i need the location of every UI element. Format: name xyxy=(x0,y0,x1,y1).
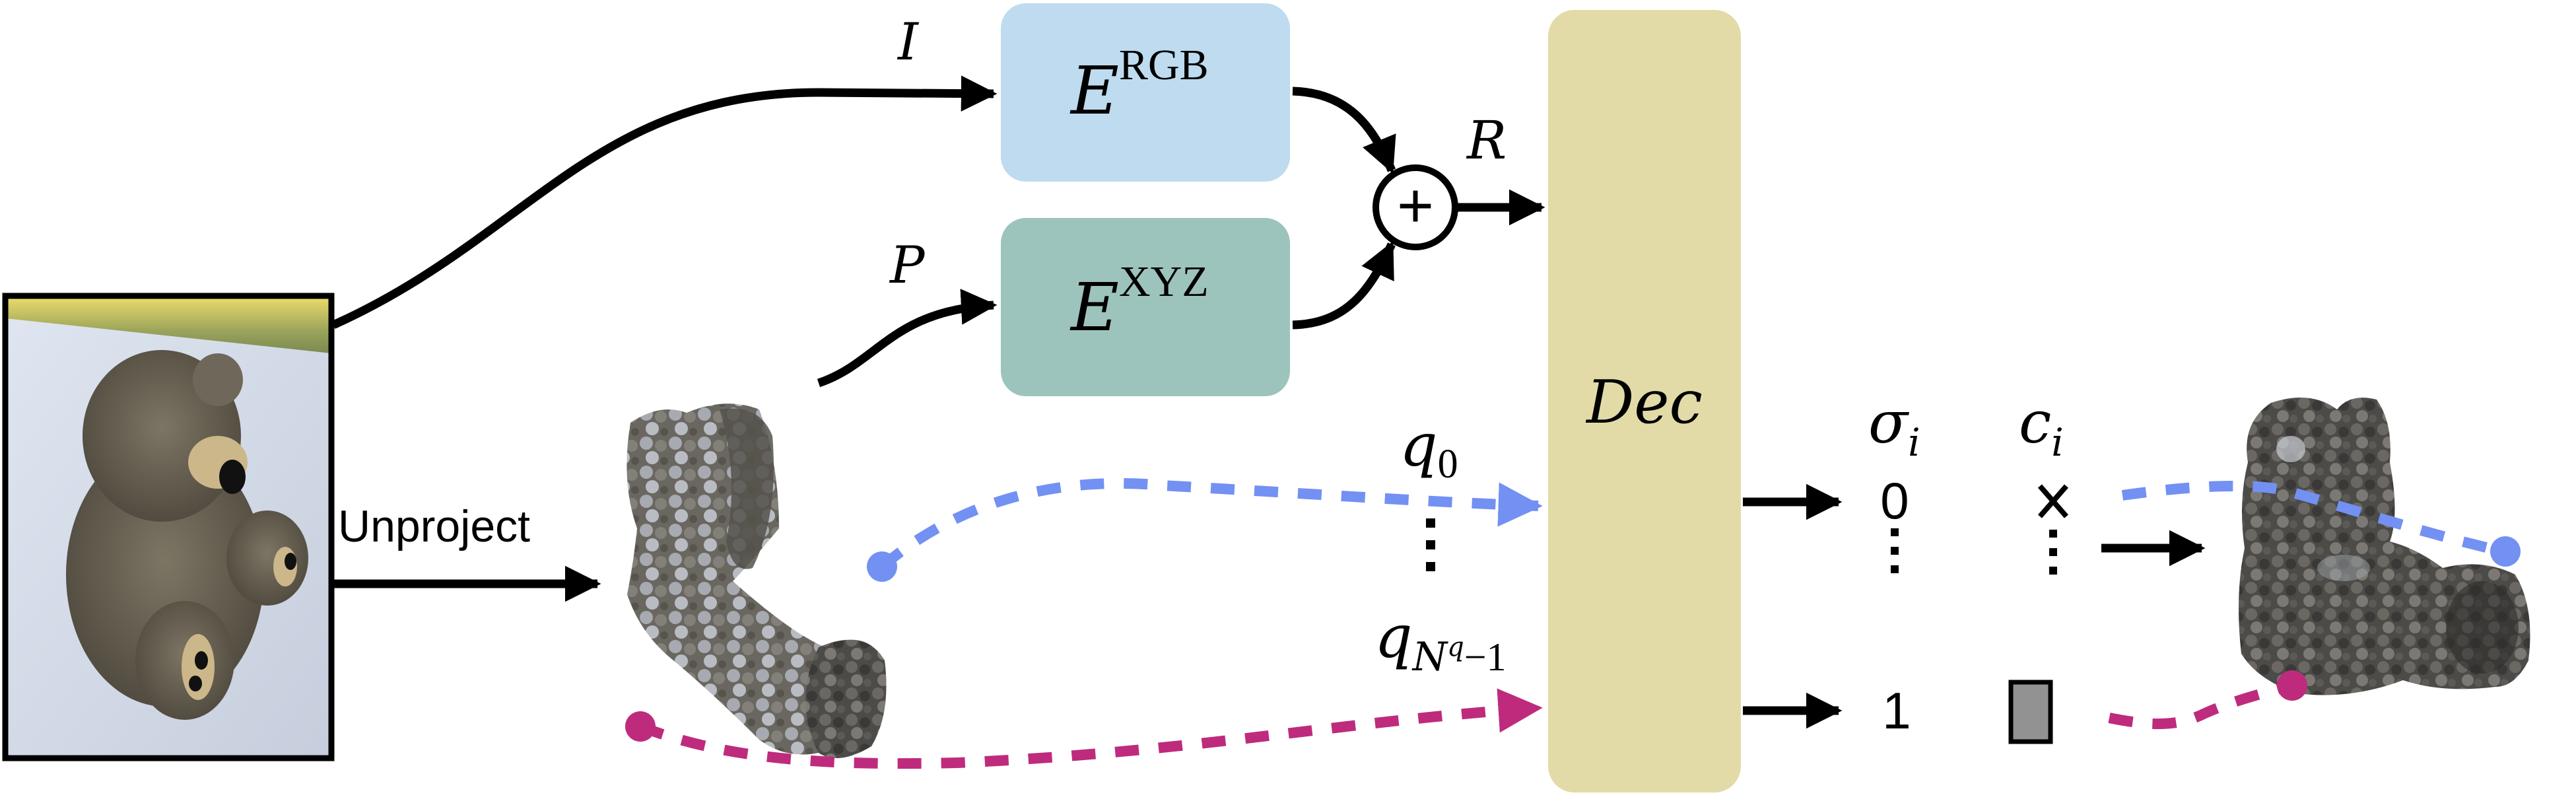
sum-node: + xyxy=(1373,164,1458,250)
svg-text:EXYZ: EXYZ xyxy=(1069,258,1209,346)
sigma-ellipsis xyxy=(1891,528,1899,573)
input-image xyxy=(2,293,335,761)
decoder-label: Dec xyxy=(1585,368,1703,437)
image-to-rgb-arrow xyxy=(331,75,998,329)
label-I: I xyxy=(897,13,920,72)
query-first-path xyxy=(878,477,1543,571)
partial-point-cloud xyxy=(627,404,887,758)
sigma-header: σi xyxy=(1868,388,1920,465)
encoder-xyz-superscript: XYZ xyxy=(1119,258,1209,306)
query-last-path xyxy=(638,688,1543,769)
encoder-rgb-block: ERGB xyxy=(1001,3,1290,182)
rgb-to-sum-arrow xyxy=(1292,87,1396,174)
query-ellipsis xyxy=(1426,518,1435,571)
result-bear xyxy=(2239,398,2530,695)
color-swatch-gray xyxy=(2008,680,2053,744)
result-query-first-point xyxy=(2490,536,2521,567)
label-R: R xyxy=(1466,110,1507,171)
sigma-value-first: 0 xyxy=(1880,472,1909,530)
encoder-rgb-superscript: RGB xyxy=(1119,41,1209,89)
unproject-label: Unproject xyxy=(338,501,530,551)
encoder-xyz-base: E xyxy=(1069,269,1119,346)
encoder-xyz-block: EXYZ xyxy=(1001,218,1290,396)
points-to-xyz-arrow xyxy=(817,289,998,388)
color-ellipsis xyxy=(2049,530,2057,575)
query-first-label: q0 xyxy=(1400,411,1458,487)
color-header: ci xyxy=(2019,388,2064,465)
sigma-value-last: 1 xyxy=(1882,682,1911,740)
result-query-first-path xyxy=(2121,480,2505,557)
svg-text:ERGB: ERGB xyxy=(1069,41,1209,129)
teddy-bear-photo xyxy=(66,350,308,720)
label-P: P xyxy=(889,236,926,295)
no-color-cross-icon xyxy=(2037,484,2069,518)
xyz-to-sum-arrow xyxy=(1292,241,1396,330)
decoder-block: Dec xyxy=(1548,10,1741,792)
result-query-last-path xyxy=(2108,682,2286,730)
sum-operator: + xyxy=(1397,170,1434,241)
result-query-last-point xyxy=(2277,670,2307,701)
query-last-label: qNq−1 xyxy=(1374,602,1507,680)
encoder-rgb-base: E xyxy=(1069,52,1119,129)
